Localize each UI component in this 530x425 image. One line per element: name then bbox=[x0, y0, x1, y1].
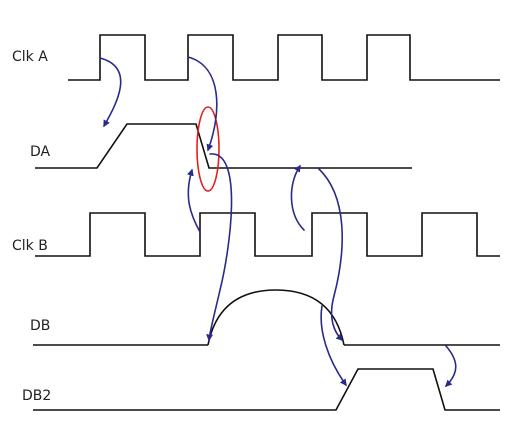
arrow-da-to-db-rise bbox=[206, 153, 233, 342]
metastability-highlight bbox=[196, 106, 220, 192]
db2-label: DB2 bbox=[22, 388, 51, 404]
clk-a-label: Clk A bbox=[12, 49, 48, 65]
arrow-db-to-db2-fall bbox=[445, 345, 457, 387]
arrow-clkb-to-da bbox=[187, 168, 201, 233]
arrow-db-to-db2-rise bbox=[320, 305, 347, 387]
da-waveform bbox=[35, 123, 412, 169]
arrow-da-to-db-fall bbox=[317, 167, 343, 341]
clk-b-waveform bbox=[35, 212, 500, 257]
db2-waveform bbox=[33, 368, 500, 411]
arrow-clka-to-da-rise bbox=[99, 57, 122, 128]
da-label: DA bbox=[30, 144, 51, 160]
clk-b-label: Clk B bbox=[12, 238, 48, 254]
db-label: DB bbox=[30, 318, 50, 334]
arrow-clka-to-da-fall bbox=[187, 56, 218, 152]
arrow-clkb-to-da-settle bbox=[290, 164, 305, 231]
clk-a-waveform bbox=[68, 34, 500, 81]
